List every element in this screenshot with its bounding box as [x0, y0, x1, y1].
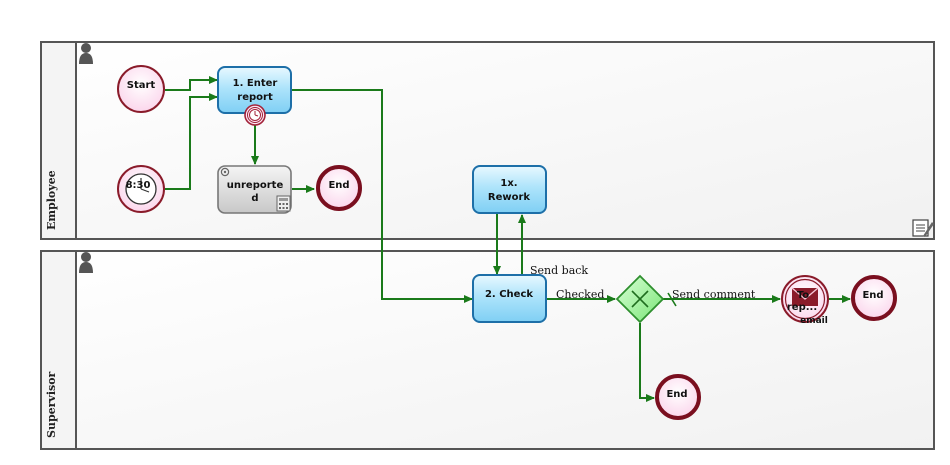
- svg-text:End: End: [862, 290, 883, 301]
- task-unreported[interactable]: unreporte d: [217, 165, 292, 214]
- svg-text:2. Check: 2. Check: [485, 289, 533, 300]
- lane-label-supervisor: Supervisor: [45, 371, 58, 438]
- task-email[interactable]: To rep... email: [781, 275, 829, 326]
- flow-label-checked: Checked: [556, 288, 604, 301]
- svg-text:Rework: Rework: [488, 192, 531, 203]
- sequence-flows: [165, 76, 851, 402]
- svg-text:1. Enter: 1. Enter: [233, 78, 278, 89]
- svg-text:1x.: 1x.: [500, 178, 517, 189]
- flow-gateway-to-end: [639, 323, 655, 402]
- flow-label-send-comment: Send comment: [672, 288, 756, 301]
- default-flow-slash: [667, 292, 677, 307]
- svg-text:End: End: [666, 389, 687, 400]
- end-event-gateway-down[interactable]: End: [655, 374, 701, 420]
- task-rework[interactable]: 1x. Rework: [472, 165, 547, 214]
- svg-text:To: To: [797, 290, 809, 301]
- svg-text:report: report: [237, 92, 273, 103]
- person-icon: [79, 252, 93, 273]
- calculator-icon: [276, 195, 291, 212]
- svg-text:unreporte: unreporte: [227, 180, 284, 191]
- flow-enter-to-check: [292, 89, 473, 303]
- svg-text:rep...: rep...: [787, 302, 817, 313]
- svg-text:8:30: 8:30: [126, 180, 151, 191]
- timer-start-event[interactable]: 8:30: [117, 165, 165, 213]
- person-icon: [79, 43, 93, 64]
- flow-timer-to-enter: [165, 93, 218, 190]
- svg-text:d: d: [251, 193, 258, 204]
- clock-icon: [249, 109, 261, 121]
- exclusive-gateway[interactable]: [615, 274, 665, 324]
- svg-text:End: End: [328, 180, 349, 191]
- flow-start-to-enter: [165, 76, 218, 91]
- timer-boundary-event[interactable]: [244, 104, 266, 126]
- end-event-employee[interactable]: End: [316, 165, 362, 211]
- end-event-after-email[interactable]: End: [851, 275, 897, 321]
- start-event[interactable]: Start: [117, 65, 165, 113]
- email-tag: email: [800, 316, 828, 326]
- notepad-icon[interactable]: [912, 219, 934, 237]
- lane-label-employee: Employee: [45, 170, 58, 230]
- gear-icon: [220, 167, 230, 177]
- envelope-icon: [791, 287, 819, 306]
- flow-label-send-back: Send back: [530, 264, 588, 277]
- svg-text:Start: Start: [127, 80, 156, 91]
- task-check[interactable]: 2. Check: [472, 274, 547, 323]
